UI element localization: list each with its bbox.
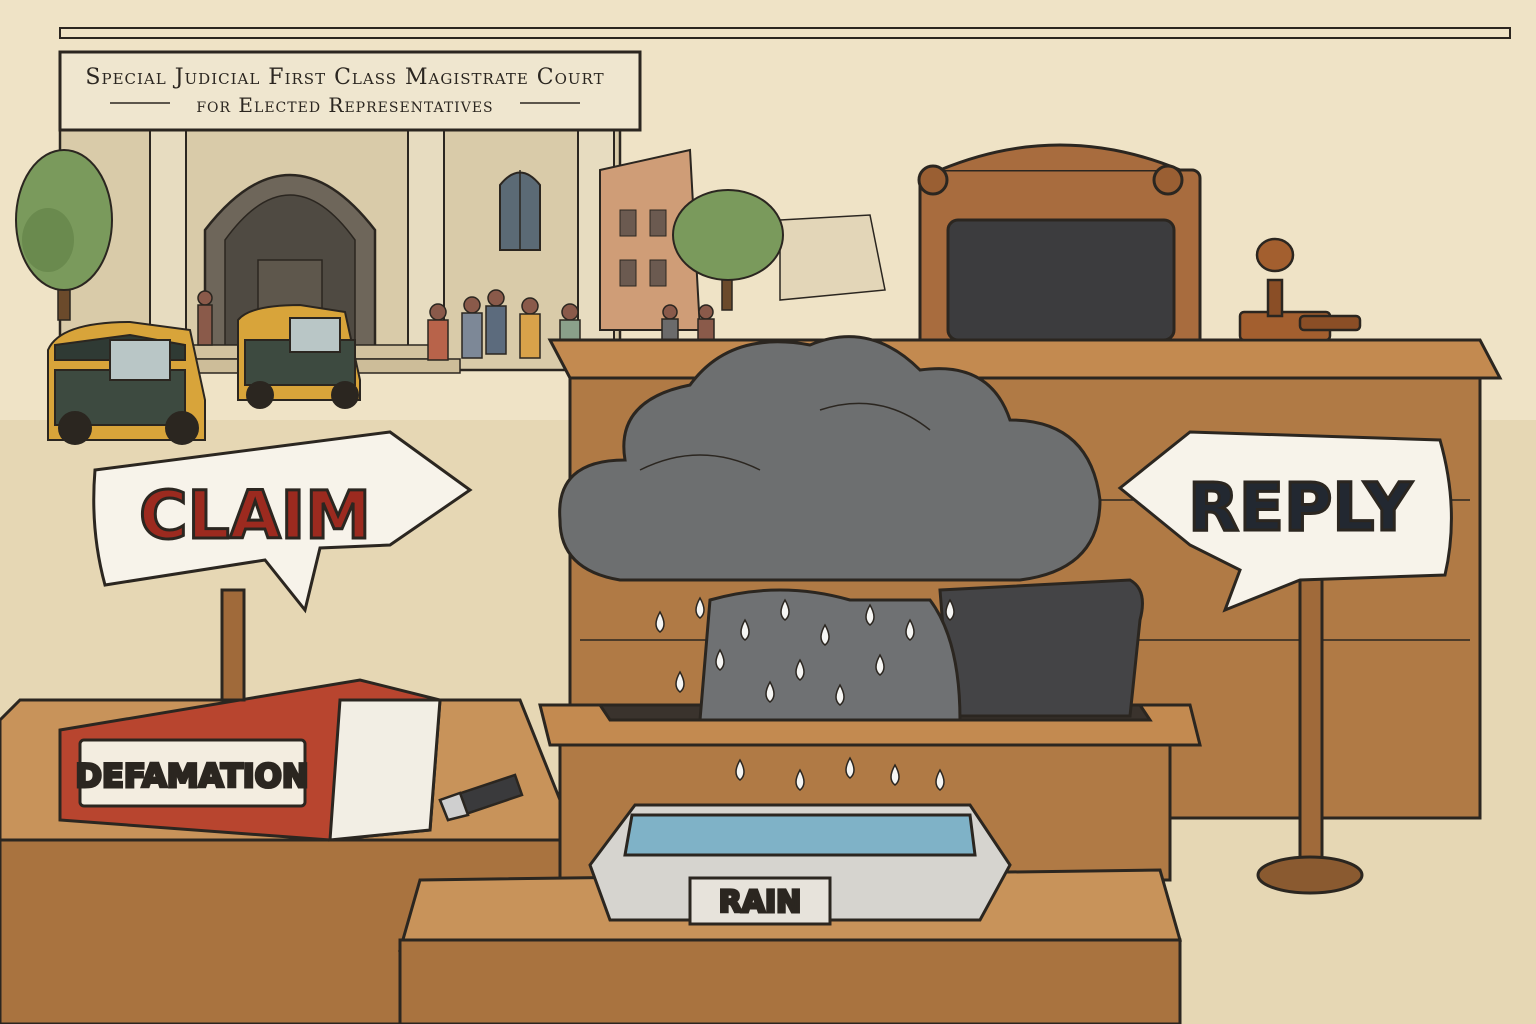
side-building [599,148,886,331]
claim-sign: CLAIM [92,430,473,702]
paper-top-border [59,27,1511,39]
auto-rickshaw-right [237,303,361,409]
reply-label: REPLY [1188,469,1413,546]
defamation-book: DEFAMATION [58,678,442,842]
gavel-icon [1238,237,1362,342]
pedestrians [197,289,715,361]
court-name-line1: Special Judicial First Class Magistrate … [85,65,604,90]
auto-rickshaw-left [47,320,206,445]
rain-tray: RAIN [588,803,1012,926]
court-name-board: Special Judicial First Class Magistrate … [58,50,642,132]
storm-cloud [558,335,1102,722]
reply-sign: REPLY [1117,430,1453,895]
court-name-line2: for Elected Representatives [196,93,493,117]
tray-label: RAIN [719,885,802,920]
witness-chair [938,578,1144,718]
book-label: DEFAMATION [75,757,308,795]
tree-right [672,189,784,311]
claim-label: CLAIM [139,477,371,554]
tree-left [15,149,113,321]
judge-chair [917,143,1202,372]
usb-drive-icon [438,773,524,822]
